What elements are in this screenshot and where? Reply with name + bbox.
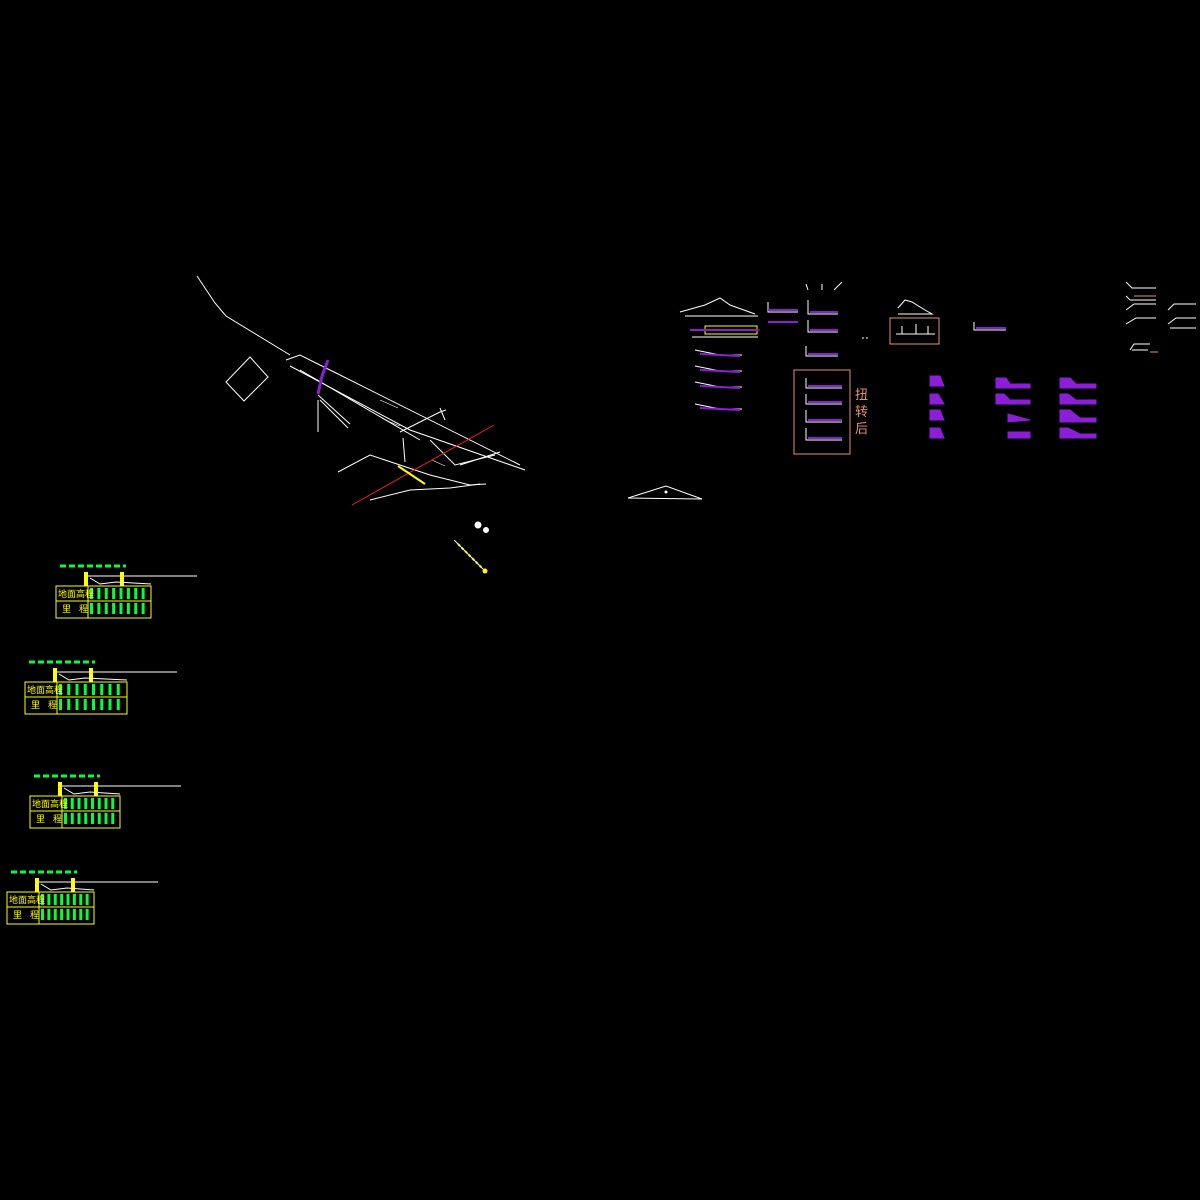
purple-alignment (316, 359, 330, 395)
far-right-accents (1134, 295, 1196, 353)
profile-row-label-elevation: 地面高程 (9, 894, 45, 906)
rotated-detail-box (793, 369, 851, 455)
rotated-detail-sections (805, 378, 842, 441)
triangle-section (627, 485, 703, 500)
small-detail-box (889, 317, 940, 345)
profile-row-label-chainage: 里程 (31, 700, 65, 711)
profile-row-label-elevation: 地面高程 (32, 798, 68, 810)
profile-row-label-chainage: 里程 (13, 910, 47, 921)
cross-section-group-a-purple (690, 329, 758, 411)
wall-section-single (973, 322, 1006, 331)
rotated-note-char-1: 扭 (855, 388, 868, 403)
profile-row-label-chainage: 里程 (62, 604, 96, 615)
rotated-note-char-2: 转 (855, 405, 868, 420)
profile-row-label-elevation: 地面高程 (27, 684, 63, 696)
yellow-bar (453, 539, 488, 574)
building-outline (225, 356, 269, 402)
profile-row-label-elevation: 地面高程 (58, 588, 94, 600)
rotated-note-char-3: 后 (855, 422, 868, 437)
purple-wall-grid (929, 375, 1097, 439)
detail-markers (474, 521, 489, 533)
wall-section-column (767, 281, 843, 357)
far-right-sections (1125, 281, 1196, 351)
small-detail-content (896, 299, 935, 335)
red-section-line (351, 424, 495, 506)
profile-row-label-chainage: 里程 (36, 814, 70, 825)
yellow-segment (397, 465, 426, 485)
